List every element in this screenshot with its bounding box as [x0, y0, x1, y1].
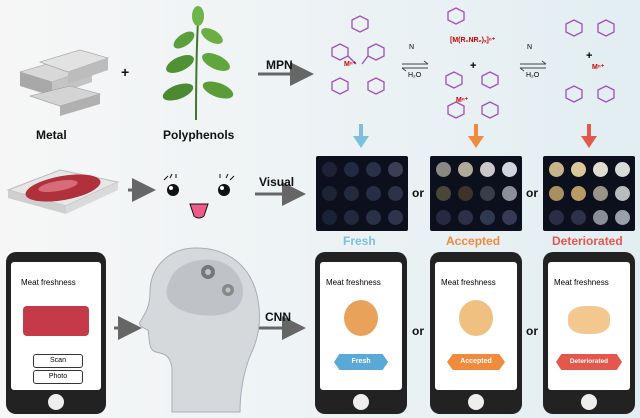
product-molecule [565, 19, 615, 103]
or-label-4: or [526, 324, 538, 338]
meat-package-icon [6, 169, 120, 214]
result-phone-accepted: Meat freshness Accepted [430, 252, 522, 414]
phone-screen-deteriorated: Meat freshness Deteriorated [548, 262, 630, 390]
accepted-down-arrow [468, 124, 484, 148]
app-title: Meat freshness [21, 278, 76, 287]
fresh-badge: Fresh [334, 354, 388, 370]
meat-photo [23, 306, 89, 336]
fresh-title: Fresh [343, 234, 376, 248]
water-label-1: H₂O [408, 72, 422, 79]
corgi-sad-icon [568, 306, 610, 334]
equilibrium-arrows [401, 60, 547, 72]
or-label-1: or [412, 186, 424, 200]
complex-formula: [M(R₁NR₂)ₓ]ⁿ⁺ [450, 37, 496, 44]
plus-sign: + [121, 64, 130, 80]
plant-icon [162, 6, 234, 121]
phone-screen-accepted: Meat freshness Accepted [435, 262, 517, 390]
deteriorated-badge: Deteriorated [556, 354, 622, 370]
plus-sign-2: + [470, 60, 477, 72]
head-brain-icon [139, 247, 261, 413]
deteriorated-down-arrow [581, 124, 597, 148]
home-button-fresh[interactable] [353, 394, 369, 410]
photo-button[interactable]: Photo [33, 370, 83, 384]
amine-n-label-2: N [527, 44, 533, 51]
scan-button[interactable]: Scan [33, 354, 83, 368]
metal-ion-label-3: Mⁿ⁺ [592, 64, 605, 71]
home-button-accepted[interactable] [468, 394, 484, 410]
accepted-color-array [430, 156, 522, 231]
app-title-fresh: Meat freshness [326, 278, 381, 287]
fresh-color-array [316, 156, 408, 231]
app-title-deteriorated: Meat freshness [554, 278, 609, 287]
result-phone-deteriorated: Meat freshness Deteriorated [543, 252, 635, 414]
visual-label: Visual [259, 175, 295, 189]
or-label-2: or [526, 186, 538, 200]
phone-screen-fresh: Meat freshness Fresh [320, 262, 402, 390]
accepted-title: Accepted [446, 234, 501, 248]
water-label-2: H₂O [526, 72, 540, 79]
app-title-accepted: Meat freshness [441, 278, 496, 287]
plus-sign-3: + [586, 50, 593, 62]
intermediate-molecule [445, 7, 499, 119]
fresh-down-arrow [353, 124, 369, 148]
phone-screen: Meat freshness Scan Photo [11, 262, 101, 390]
home-button[interactable] [48, 394, 64, 410]
cnn-label: CNN [265, 310, 291, 324]
metal-label: Metal [36, 128, 67, 142]
amine-n-label-1: N [409, 44, 415, 51]
metal-bars-icon [18, 49, 109, 116]
deteriorated-color-array [543, 156, 635, 231]
metal-ion-label-2: Mⁿ⁺ [456, 97, 469, 104]
mpn-label: MPN [266, 58, 293, 72]
or-label-3: or [412, 324, 424, 338]
polyphenols-label: Polyphenols [163, 128, 235, 142]
corgi-neutral-icon [459, 300, 493, 336]
deteriorated-title: Deteriorated [552, 234, 623, 248]
app-phone-scan: Meat freshness Scan Photo [6, 252, 106, 414]
result-phone-fresh: Meat freshness Fresh [315, 252, 407, 414]
corgi-happy-icon [344, 300, 378, 336]
accepted-badge: Accepted [447, 354, 505, 370]
home-button-deteriorated[interactable] [581, 394, 597, 410]
metal-ion-label: Mⁿ⁺ [344, 61, 357, 68]
kawaii-face-icon [163, 173, 235, 219]
mpn-complex-molecule [331, 15, 385, 95]
